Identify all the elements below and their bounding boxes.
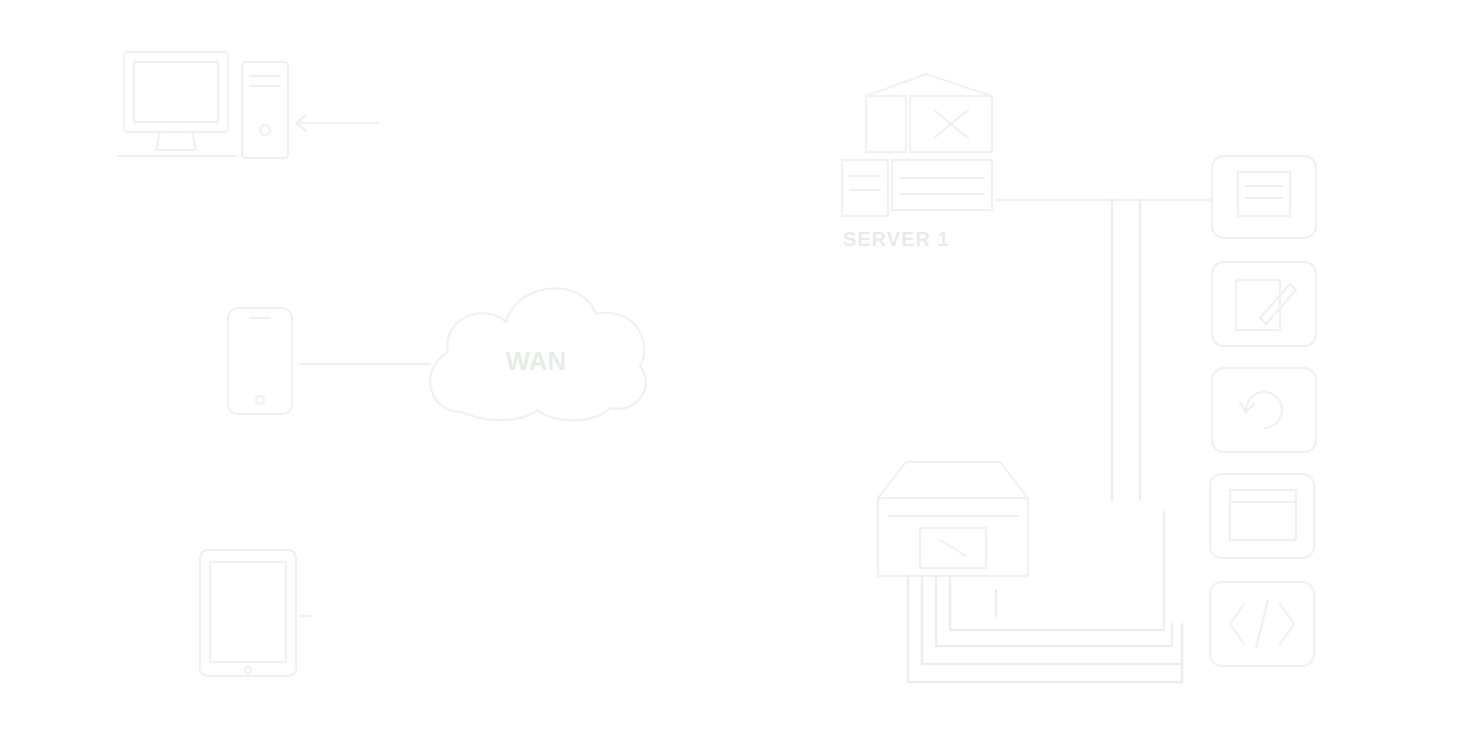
desktop-computer-icon: [116, 50, 238, 158]
app-refresh-icon: [1210, 366, 1318, 454]
cloud-icon: WAN: [429, 287, 647, 422]
network-switch-icon: [906, 574, 1184, 684]
app-document-icon: [1210, 154, 1318, 240]
server-label: SERVER 1: [843, 229, 950, 251]
app-window-icon: [1208, 472, 1316, 560]
app-edit-icon: [1210, 260, 1318, 348]
cloud-label: WAN: [506, 346, 567, 376]
tablet-icon: [198, 548, 298, 678]
app-code-icon: [1208, 580, 1316, 668]
server-icon: SERVER 1: [840, 72, 994, 251]
mobile-phone-icon: [226, 306, 294, 416]
database-icon: [876, 460, 1030, 578]
desktop-link-arrow: [294, 113, 380, 133]
pc-tower-icon: [240, 60, 290, 160]
backbone-lines: [1110, 198, 1184, 684]
